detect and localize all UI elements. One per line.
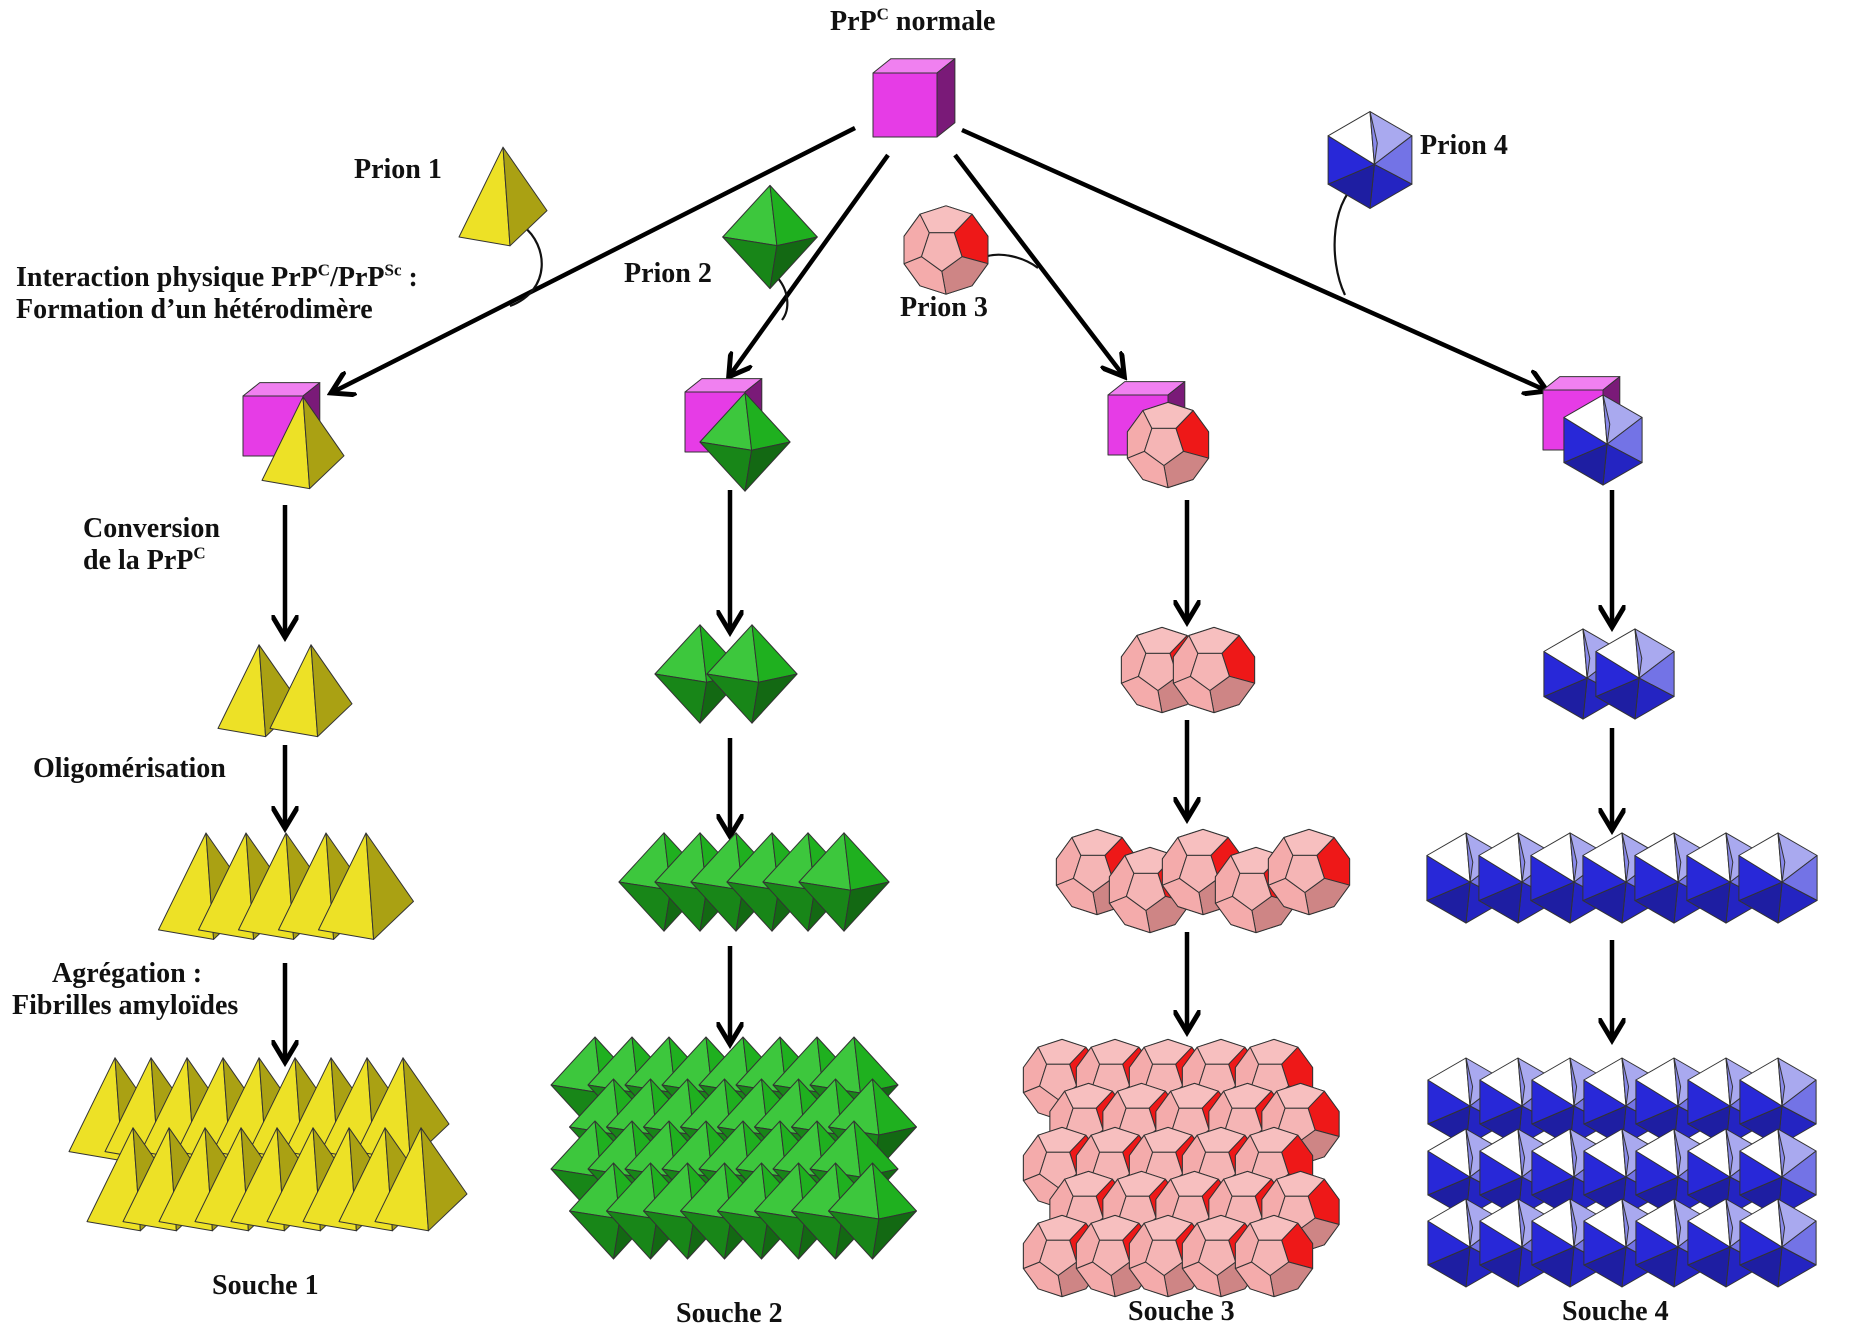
fibril-3-unit-icon <box>1128 1214 1208 1298</box>
prion-3-label: Prion 3 <box>900 292 988 323</box>
oligomerisation-label: Oligomérisation <box>33 753 226 784</box>
oligomer-1-unit-icon <box>318 832 414 940</box>
dimer-2-unit-icon <box>706 624 798 724</box>
prion-3-dodecahedron-icon <box>903 205 989 295</box>
strain-1-label: Souche 1 <box>212 1270 319 1301</box>
prion-4-icosahedron-icon <box>1327 111 1413 209</box>
fibril-1-unit-icon <box>356 1057 450 1162</box>
dimer-1-unit-icon <box>217 644 301 738</box>
heterodimer-4-prion-icon <box>1563 394 1643 486</box>
strain-4-label: Souche 4 <box>1562 1296 1669 1327</box>
arrows <box>285 125 1612 1060</box>
fibril-3-unit-icon <box>1261 1170 1340 1254</box>
aggregation-label: Agrégation : Fibrilles amyloïdes <box>12 958 239 1022</box>
prion-2-octahedron-icon <box>722 184 818 290</box>
prion-2-label: Prion 2 <box>624 258 712 289</box>
prion-4-label: Prion 4 <box>1420 130 1508 161</box>
arrow-to-strain-3 <box>953 153 1123 375</box>
arrow-to-strain-1 <box>333 125 857 392</box>
fibril-3-unit-icon <box>1075 1214 1155 1298</box>
prion-1-connector <box>509 225 543 308</box>
fibril-1-unit-icon <box>374 1127 468 1232</box>
fibril-4-unit-icon <box>1739 1198 1817 1288</box>
prpc-normal-label: PrPC normale <box>830 4 996 37</box>
fibril-3-unit-icon <box>1234 1214 1314 1298</box>
fibril-4-unit-icon <box>1427 1198 1505 1288</box>
prion-1-label: Prion 1 <box>354 154 442 185</box>
prion-3-connector <box>981 253 1039 269</box>
heterodimer-2-prion-icon <box>699 392 791 492</box>
prpc-cube-icon <box>872 58 956 138</box>
protein-shapes <box>68 58 1818 1298</box>
dimer-4-unit-icon <box>1595 628 1675 720</box>
oligomer-3-unit-icon <box>1267 828 1351 916</box>
heterodimer-3-prion-icon <box>1126 401 1210 489</box>
oligomer-2-unit-icon <box>798 832 890 932</box>
fibril-3-unit-icon <box>1022 1038 1102 1122</box>
prion-1-tetrahedron-icon <box>458 146 548 247</box>
arrow-to-strain-2 <box>730 153 890 375</box>
oligomer-4-unit-icon <box>1738 832 1818 924</box>
dimer-3-unit-icon <box>1172 626 1256 714</box>
fibril-2-unit-icon <box>828 1162 917 1260</box>
dimer-1-unit-icon <box>269 644 353 738</box>
interaction-label: Interaction physique PrPC/PrPSc : Format… <box>16 260 418 326</box>
arrow-to-strain-4 <box>961 127 1545 390</box>
strain-2-label: Souche 2 <box>676 1298 783 1329</box>
conversion-label: Conversion de la PrPC <box>83 513 220 577</box>
strain-3-label: Souche 3 <box>1128 1296 1235 1327</box>
heterodimer-1-prion-icon <box>261 396 345 490</box>
fibril-4-unit-icon <box>1739 1057 1817 1147</box>
